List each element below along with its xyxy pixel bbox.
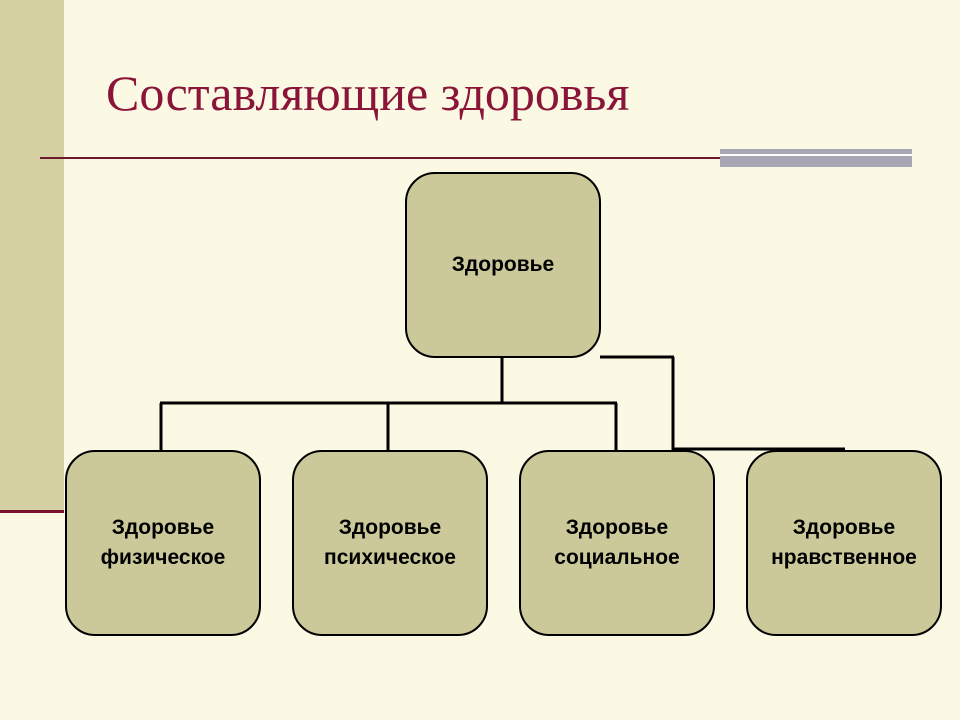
child-node-label-line1: Здоровье — [792, 515, 896, 539]
child-node-label-line2: социальное — [554, 546, 680, 569]
child-node-physical: Здоровье физическое — [65, 450, 261, 636]
root-node-health: Здоровье — [405, 172, 601, 358]
side-band-accent-line — [0, 510, 64, 513]
child-node-label-line2: психическое — [324, 546, 456, 569]
root-node-label: Здоровье — [451, 252, 555, 276]
child-node-mental: Здоровье психическое — [292, 450, 488, 636]
child-node-moral: Здоровье нравственное — [746, 450, 942, 636]
child-node-social: Здоровье социальное — [519, 450, 715, 636]
child-node-label-line2: нравственное — [771, 546, 917, 569]
slide-title: Составляющие здоровья — [106, 65, 630, 121]
child-node-label-line1: Здоровье — [111, 515, 215, 539]
side-band — [0, 0, 64, 512]
child-node-label-line1: Здоровье — [565, 515, 669, 539]
title-underline — [40, 157, 912, 159]
child-node-label-line2: физическое — [100, 546, 226, 569]
child-node-label-line1: Здоровье — [338, 515, 442, 539]
title-underline-accent — [720, 149, 912, 167]
